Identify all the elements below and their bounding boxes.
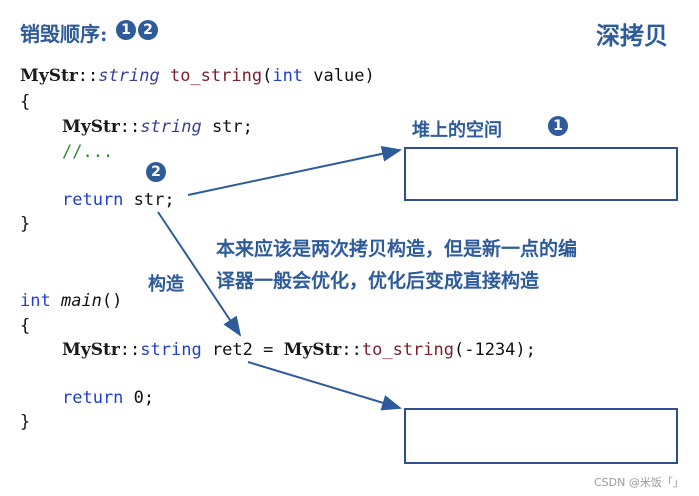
call-class: MyStr	[283, 340, 342, 360]
call-sep: ::	[341, 340, 362, 360]
title-prefix: 销毁顺序:	[20, 22, 108, 46]
arrow-return-to-heap	[187, 145, 402, 196]
decl-var: ret2 =	[201, 340, 284, 360]
ret2-decl-line: MyStr::string ret2 = MyStr::to_string(-1…	[62, 340, 536, 360]
badge-two: 2	[138, 20, 158, 40]
heap-box-bottom	[404, 408, 678, 464]
comment-line: //...	[62, 142, 114, 162]
fn-name: to_string	[169, 66, 263, 86]
brace-open: {	[20, 92, 31, 112]
local-var: str;	[201, 117, 253, 137]
decl-class: MyStr	[62, 340, 120, 360]
main-signature-line: int main()	[20, 291, 122, 311]
local-class: MyStr	[62, 117, 120, 137]
return-line: return str;	[62, 190, 175, 210]
fn-param-type: int	[272, 66, 304, 86]
explain-line-1: 本来应该是两次拷贝构造，但是新一点的编	[216, 238, 578, 260]
main-brace-open: {	[20, 316, 31, 336]
call-fn: to_string	[361, 340, 454, 360]
local-sep: ::	[119, 117, 141, 137]
return-value: str;	[123, 190, 175, 210]
heap-badge: 1	[548, 116, 568, 136]
fn-signature-line: MyStr::string to_string(int value)	[20, 66, 375, 86]
local-decl-line: MyStr::string str;	[62, 117, 253, 137]
fn-param-name: value)	[303, 66, 375, 86]
explain-line-2: 译器一般会优化，优化后变成直接构造	[216, 270, 540, 292]
topic-title: 深拷贝	[596, 21, 668, 50]
decl-type: string	[140, 340, 202, 360]
watermark: CSDN @米饭「」	[594, 476, 684, 489]
brace-close: }	[20, 214, 31, 234]
arrow-return-to-ret2	[157, 211, 242, 337]
arrow-ret2-to-heap	[247, 361, 402, 411]
main-parens: ()	[101, 291, 123, 311]
fn-type: string	[98, 66, 160, 86]
call-args: (-1234);	[454, 340, 536, 360]
main-name: main	[60, 291, 102, 311]
construct-label: 构造	[148, 274, 184, 295]
return-keyword: return	[62, 190, 124, 210]
return0-value: 0;	[123, 388, 155, 408]
return0-line: return 0;	[62, 388, 154, 408]
badge-one: 1	[116, 20, 136, 40]
fn-sep: ::	[77, 66, 99, 86]
return-badge: 2	[146, 162, 166, 182]
return0-keyword: return	[62, 388, 124, 408]
decl-sep: ::	[119, 340, 141, 360]
fn-params-open: (	[262, 66, 273, 86]
local-type: string	[140, 117, 202, 137]
heap-box-top	[404, 147, 678, 201]
heap-space-label: 堆上的空间	[412, 120, 502, 141]
fn-class: MyStr	[20, 66, 78, 86]
main-type: int	[20, 291, 51, 311]
main-brace-close: }	[20, 412, 31, 432]
